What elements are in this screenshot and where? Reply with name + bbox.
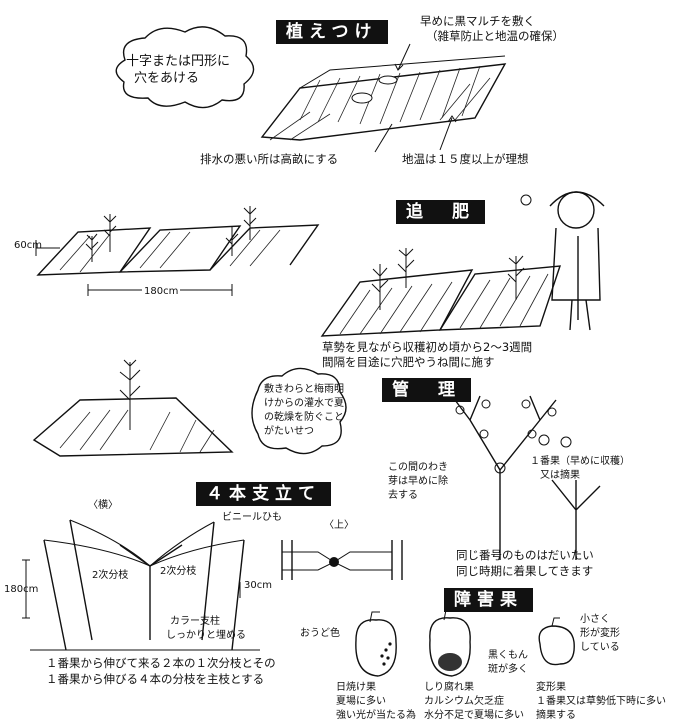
deformed-caption-line2: １番果又は草勢低下時に多い bbox=[536, 696, 666, 707]
planting-ridge-illustration bbox=[260, 43, 507, 153]
planting-bubble-text-line1: 十字または円形に bbox=[126, 54, 231, 69]
deformed-caption-line1: 変形果 bbox=[536, 682, 566, 693]
sunscald-caption-line2: 夏場に多い bbox=[336, 696, 386, 707]
depth-label: 30cm bbox=[244, 580, 272, 591]
planting-bubble-cloud bbox=[115, 26, 255, 109]
side-view-label: 〈横〉 bbox=[88, 500, 118, 511]
disorders-title: 障害果 bbox=[444, 588, 533, 612]
fertilizer-field-illustration bbox=[320, 191, 605, 337]
sunscald-color-label: おうど色 bbox=[300, 628, 340, 639]
top-view-label: 〈上〉 bbox=[324, 520, 354, 531]
fertilizer-note-line2: 間隔を目途に穴肥やうね間に施す bbox=[322, 355, 495, 369]
sunscald-caption-line3: 強い光が当たる為 bbox=[336, 710, 416, 721]
management-bubble-line4: がたいせつ bbox=[264, 426, 314, 437]
mulch-note-line2: （雑草防止と地温の確保） bbox=[426, 29, 564, 43]
branch-label-right: 2次分枝 bbox=[160, 566, 197, 577]
remove-buds-line2: 芽は早めに除 bbox=[388, 476, 448, 487]
support-top-illustration bbox=[281, 540, 403, 580]
mulch-note-line1: 早めに黒マルチを敷く bbox=[420, 14, 535, 28]
management-bubble-line1: 敷きわらと梅雨明 bbox=[264, 384, 344, 395]
support-note-line1: １番果から伸びて来る２本の１次分枝とその bbox=[46, 656, 276, 670]
deformed-fruit-illustration bbox=[538, 617, 575, 666]
same-number-line1: 同じ番号のものはだいたい bbox=[456, 548, 594, 562]
black-spot-line1: 黒くもん bbox=[488, 650, 528, 661]
drainage-note: 排水の悪い所は高畝にする bbox=[200, 152, 339, 166]
management-mound-illustration bbox=[32, 359, 234, 457]
management-title: 管 理 bbox=[382, 378, 471, 402]
row-width-label: 60cm bbox=[14, 240, 42, 251]
remove-buds-line3: 去する bbox=[388, 490, 418, 501]
blossom-end-rot-caption-line1: しり腐れ果 bbox=[424, 682, 474, 693]
blossom-end-rot-fruit-illustration bbox=[429, 609, 471, 677]
stake-note-line2: しっかりと埋める bbox=[166, 630, 246, 641]
black-spot-line2: 斑が多く bbox=[488, 664, 528, 675]
sunscald-fruit-illustration bbox=[355, 611, 397, 677]
management-bubble-line2: けからの灌水で夏 bbox=[264, 398, 344, 409]
small-deformed-line1: 小さく bbox=[580, 614, 610, 625]
branch-label-left: 2次分枝 bbox=[92, 570, 129, 581]
remove-buds-line1: この間のわき bbox=[388, 462, 448, 473]
stake-note-line1: カラー支柱 bbox=[170, 616, 220, 627]
height-label: 180cm bbox=[4, 584, 39, 595]
blossom-end-rot-caption-line2: カルシウム欠乏症 bbox=[424, 696, 504, 707]
same-number-line2: 同じ時期に着果してきます bbox=[456, 564, 594, 578]
deformed-caption-line3: 摘果する bbox=[536, 710, 576, 721]
sunscald-caption-line1: 日焼け果 bbox=[336, 682, 376, 693]
support-side-illustration bbox=[22, 519, 260, 651]
support-title: ４本支立て bbox=[196, 482, 331, 506]
fertilizer-title: 追 肥 bbox=[396, 200, 485, 224]
fertilizer-note-line1: 草勢を見ながら収穫初め頃から2～3週間 bbox=[322, 340, 533, 354]
management-bubble-line3: の乾燥を防ぐこと bbox=[264, 412, 344, 423]
soil-temp-note: 地温は１５度以上が理想 bbox=[402, 152, 529, 166]
planting-bubble-text-line2: 穴をあける bbox=[134, 71, 200, 86]
small-deformed-line2: 形が変形 bbox=[580, 628, 620, 639]
row-span-label: 180cm bbox=[142, 286, 181, 298]
planting-title: 植えつけ bbox=[276, 20, 388, 44]
blossom-end-rot-caption-line3: 水分不足で夏場に多い bbox=[424, 710, 524, 721]
small-deformed-line3: している bbox=[580, 642, 620, 653]
vinyl-string-label: ビニールひも bbox=[222, 512, 282, 523]
management-plant-illustration bbox=[454, 395, 601, 560]
support-note-line2: １番果から伸びる４本の分枝を主枝とする bbox=[46, 672, 265, 686]
first-fruit-line2: 又は摘果 bbox=[540, 470, 580, 481]
fertilizer-ridge-illustration bbox=[35, 206, 320, 296]
first-fruit-line1: １番果（早めに収穫） bbox=[530, 456, 630, 467]
management-bubble-cloud bbox=[251, 367, 347, 455]
